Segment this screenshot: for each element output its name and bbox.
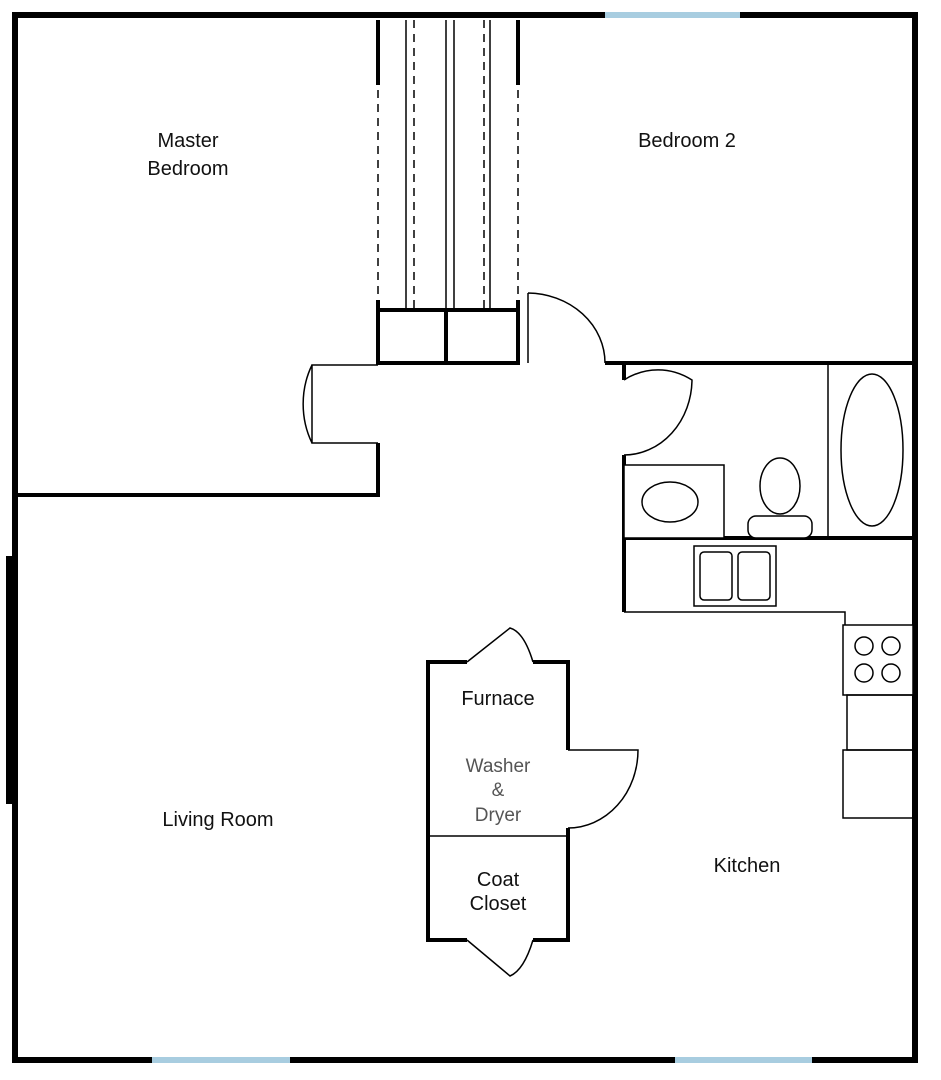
master-bedroom-door bbox=[302, 364, 378, 444]
bathroom-door bbox=[623, 369, 693, 456]
refrigerator bbox=[842, 749, 916, 819]
label-furnace: Furnace bbox=[461, 688, 534, 710]
furnace-door bbox=[466, 627, 534, 663]
kitchen-fixtures bbox=[624, 545, 916, 819]
toilet-tank bbox=[759, 457, 801, 515]
label-coat: Coat bbox=[477, 869, 520, 891]
label-washer: Washer bbox=[466, 756, 531, 777]
burner-icon bbox=[881, 663, 901, 683]
sink-icon bbox=[641, 481, 699, 523]
utility-closets bbox=[426, 627, 639, 977]
toilet-bowl bbox=[747, 515, 813, 539]
master-bedroom-walls bbox=[15, 20, 520, 497]
washer-dryer-door bbox=[567, 749, 639, 829]
coat-closet-door bbox=[466, 939, 534, 977]
burner-icon bbox=[854, 663, 874, 683]
label-living-room: Living Room bbox=[162, 809, 273, 831]
svg-text:Bedroom: Bedroom bbox=[147, 158, 228, 180]
bathtub bbox=[840, 373, 904, 527]
svg-text:Master: Master bbox=[157, 130, 218, 152]
label-bedroom-2: Bedroom 2 bbox=[638, 130, 736, 152]
bedroom-closets bbox=[376, 20, 520, 365]
label-master-bedroom-line2: Bedroom bbox=[147, 158, 228, 180]
room-labels: Master Bedroom Bedroom 2 Living Room Kit… bbox=[147, 130, 780, 915]
stove bbox=[842, 624, 914, 696]
label-and: & bbox=[492, 780, 505, 801]
doors bbox=[302, 292, 693, 456]
label-closet: Closet bbox=[470, 893, 527, 915]
label-dryer: Dryer bbox=[475, 805, 522, 826]
windows bbox=[152, 12, 812, 1063]
burner-icon bbox=[881, 636, 901, 656]
burner-icon bbox=[854, 636, 874, 656]
bedroom-2-door bbox=[527, 292, 606, 364]
bathroom bbox=[622, 363, 915, 612]
label-master-bedroom-line1: Master bbox=[157, 130, 218, 152]
label-kitchen: Kitchen bbox=[714, 855, 781, 877]
